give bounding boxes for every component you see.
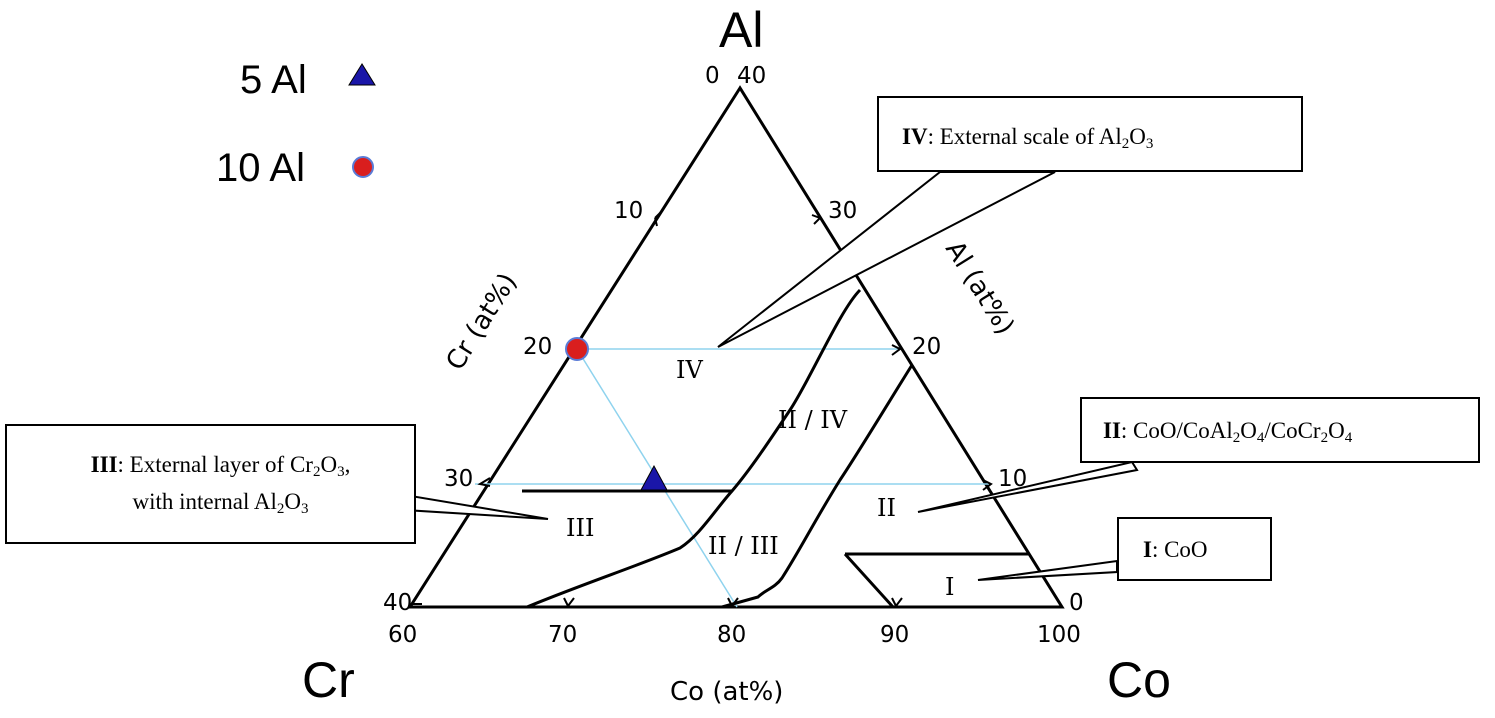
leader-i	[977, 559, 1118, 581]
region-label-ii-iii: II / III	[708, 532, 779, 560]
boundary-ii-iii	[721, 364, 914, 609]
tick-label-cr-20: 20	[523, 334, 552, 360]
tick-mark-right-10	[982, 479, 993, 491]
legend-triangle-icon	[348, 63, 376, 86]
boundary-i-left	[843, 552, 895, 609]
region-label-i: I	[945, 573, 954, 601]
tick-label-cr-30: 30	[444, 466, 473, 492]
corner-label-cr: Cr	[302, 652, 355, 708]
tick-label-al-40: 40	[737, 63, 766, 89]
callout-i: I: CoO	[1117, 517, 1272, 581]
callout-i-text: : CoO	[1151, 537, 1208, 562]
callout-ii-text: : CoO/CoAl	[1120, 418, 1233, 443]
callout-ii-id: II	[1103, 418, 1121, 443]
boundary-ii-iv	[526, 288, 862, 609]
tick-label-cr-40: 40	[383, 590, 412, 616]
tick-mark-right-30	[811, 214, 822, 225]
tick-label-cr-0: 0	[705, 63, 720, 89]
tick-mark-right-20	[891, 344, 902, 356]
region-label-ii: II	[877, 494, 896, 522]
tick-label-cr-10: 10	[614, 198, 643, 224]
callout-iv-id: IV	[902, 124, 928, 149]
tick-label-al-0: 0	[1069, 590, 1084, 616]
leader-ii	[917, 460, 1139, 513]
tick-mark-left-10	[654, 209, 664, 227]
region-label-ii-iv: II / IV	[778, 406, 848, 434]
legend-label-5al: 5 Al	[240, 58, 307, 102]
tick-label-al-30: 30	[828, 198, 857, 224]
callout-iii-line1: : External layer of Cr	[117, 452, 313, 477]
tick-label-co-90: 90	[880, 622, 909, 648]
callout-iv: IV: External scale of Al2O3	[877, 96, 1303, 172]
tick-mark-left-30	[477, 477, 491, 487]
leader-iv	[717, 171, 1056, 348]
region-boundaries	[522, 288, 1030, 609]
axis-title-al: Al (at%)	[939, 236, 1020, 340]
data-points	[565, 337, 668, 491]
tick-label-co-70: 70	[548, 622, 577, 648]
callout-i-id: I	[1143, 537, 1152, 562]
callout-ii: II: CoO/CoAl2O4/CoCr2O4	[1080, 397, 1480, 463]
legend: 5 Al 10 Al	[216, 58, 376, 190]
axis-title-cr: Cr (at%)	[440, 268, 523, 376]
data-point-5al	[640, 464, 668, 491]
region-label-iv: IV	[676, 356, 703, 384]
tick-mark-bottom-90	[891, 597, 903, 608]
axis-title-co: Co (at%)	[670, 677, 783, 707]
callout-leaders	[404, 171, 1139, 581]
tick-label-al-20: 20	[912, 334, 941, 360]
corner-label-co: Co	[1107, 652, 1171, 708]
legend-circle-icon	[352, 156, 374, 178]
tick-mark-bottom-70	[563, 597, 575, 608]
legend-label-10al: 10 Al	[216, 146, 305, 190]
tick-marks	[412, 209, 993, 608]
callout-iii: III: External layer of Cr2O3, with inter…	[5, 424, 416, 544]
guide-lines	[475, 348, 990, 608]
tick-label-co-80: 80	[717, 622, 746, 648]
callout-iii-line2: with internal Al	[132, 489, 277, 514]
callout-iv-text: : External scale of Al	[927, 124, 1122, 149]
callout-iii-id: III	[90, 452, 118, 477]
corner-label-al: Al	[719, 2, 763, 58]
tick-mark-bottom-80	[727, 597, 739, 608]
region-label-iii: III	[566, 514, 594, 542]
tick-label-co-100: 100	[1037, 622, 1081, 648]
tick-label-co-60: 60	[388, 622, 417, 648]
leader-iii	[404, 493, 549, 520]
data-point-10al	[565, 337, 589, 361]
